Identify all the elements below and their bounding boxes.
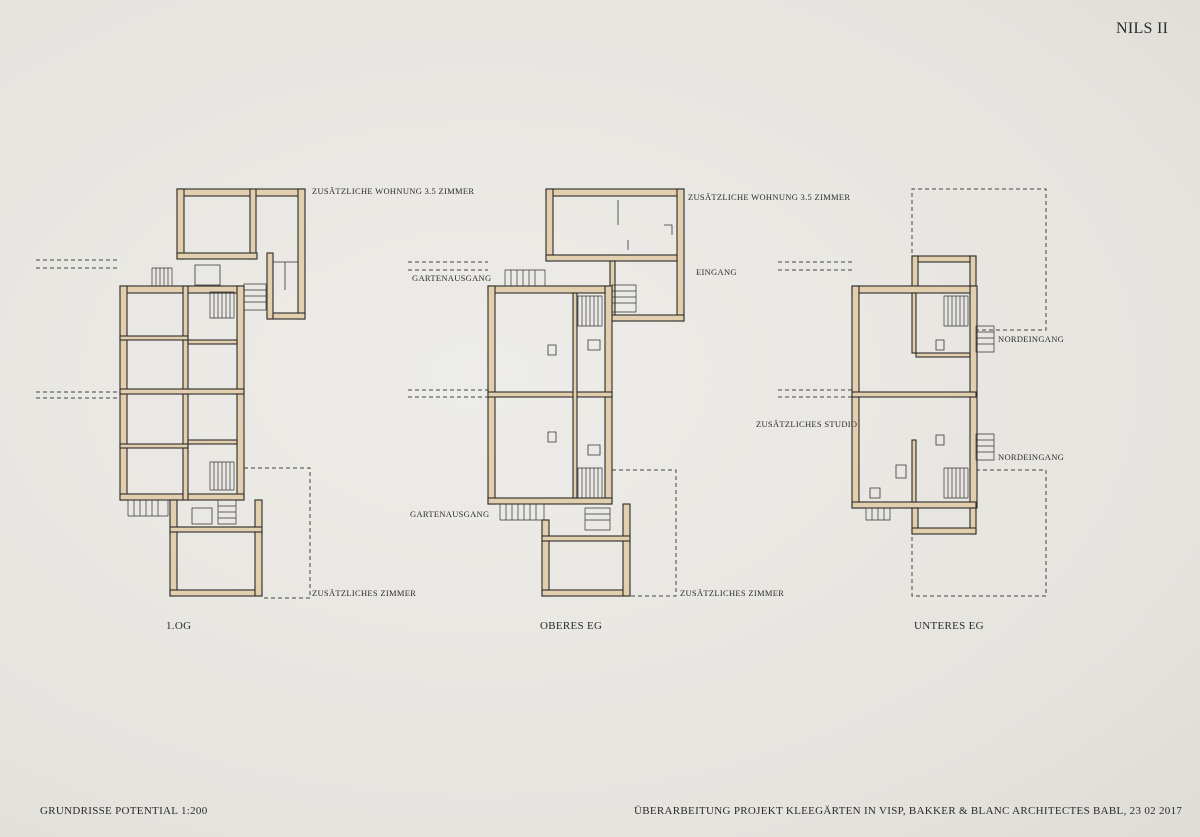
context-dashed-top xyxy=(911,188,1047,331)
additional-room-bottom-1og xyxy=(169,467,311,599)
annotation-garden-exit-top: GARTENAUSGANG xyxy=(412,273,492,283)
context-dashed-bottom xyxy=(911,469,1047,597)
plan-1og xyxy=(36,188,311,599)
plan-title-1og: 1.OG xyxy=(166,620,192,632)
main-block-1og xyxy=(119,267,267,525)
additional-room-bottom-eg xyxy=(541,469,677,597)
sheet-code: NILS II xyxy=(1116,20,1169,37)
main-block-oberes-eg xyxy=(487,269,613,531)
plan-title-unteres-eg: UNTERES EG xyxy=(914,620,984,632)
annotation-additional-studio: ZUSÄTZLICHES STUDIO xyxy=(756,419,858,429)
plan-oberes-eg xyxy=(408,188,685,597)
annotation-additional-room-eg: ZUSÄTZLICHES ZIMMER xyxy=(680,588,785,598)
annotation-entrance: EINGANG xyxy=(696,267,737,277)
annotation-garden-exit-bottom: GARTENAUSGANG xyxy=(410,509,490,519)
annotation-additional-apartment-1og: ZUSÄTZLICHE WOHNUNG 3.5 ZIMMER xyxy=(312,186,475,196)
context-lines xyxy=(778,261,852,398)
footer-left-caption: GRUNDRISSE POTENTIAL 1:200 xyxy=(40,805,208,817)
annotation-north-entrance-bottom: NORDEINGANG xyxy=(998,452,1065,462)
annotation-additional-apartment-eg: ZUSÄTZLICHE WOHNUNG 3.5 ZIMMER xyxy=(688,192,851,202)
annotation-north-entrance-top: NORDEINGANG xyxy=(998,334,1065,344)
plan-unteres-eg xyxy=(778,188,1047,597)
additional-apartment-top xyxy=(176,188,306,320)
studio-unteres-eg xyxy=(911,507,977,535)
footer-right-caption: ÜBERARBEITUNG PROJEKT KLEEGÄRTEN IN VISP… xyxy=(634,805,1183,817)
main-block-unteres-eg xyxy=(851,255,995,521)
annotation-additional-room-1og: ZUSÄTZLICHES ZIMMER xyxy=(312,588,417,598)
context-lines xyxy=(36,259,118,399)
additional-apartment-top-eg xyxy=(545,188,685,322)
plan-title-oberes-eg: OBERES EG xyxy=(540,620,603,632)
